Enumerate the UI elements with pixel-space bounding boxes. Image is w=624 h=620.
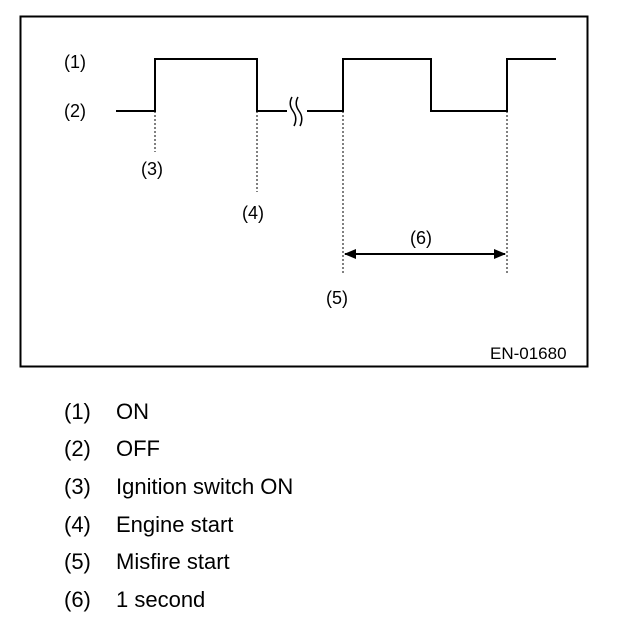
legend-text: Ignition switch ON	[116, 473, 294, 499]
legend-number: (2)	[64, 436, 91, 462]
legend-list: (1) ON (2) OFF (3) Ignition switch ON (4) En…	[64, 393, 293, 619]
legend-text: Engine start	[116, 511, 234, 537]
legend-item: (3) Ignition switch ON	[64, 468, 293, 506]
legend-number: (5)	[64, 549, 91, 575]
legend-number: (6)	[64, 586, 91, 612]
legend-item: (2) OFF	[64, 431, 293, 469]
legend-text: OFF	[116, 436, 160, 462]
legend-number: (4)	[64, 511, 91, 537]
signal-waveform-part1	[116, 58, 287, 112]
level-on-label: (1)	[64, 52, 86, 72]
legend-number: (1)	[64, 398, 91, 424]
engine-start-label: (4)	[242, 203, 264, 223]
legend-item: (6) 1 second	[64, 581, 293, 619]
legend-number: (3)	[64, 473, 91, 499]
level-off-label: (2)	[64, 101, 86, 121]
legend-text: 1 second	[116, 586, 206, 612]
legend-item: (4) Engine start	[64, 506, 293, 544]
timing-diagram: (1) (2) (3) (4) (5) (6) EN-01680	[19, 15, 589, 368]
diagram-frame	[19, 15, 589, 368]
event-markers	[154, 111, 508, 275]
one-second-label: (6)	[410, 228, 432, 248]
time-break-symbol	[289, 96, 303, 127]
legend-text: ON	[116, 398, 149, 424]
legend-item: (5) Misfire start	[64, 543, 293, 581]
signal-waveform-part2	[307, 58, 556, 112]
figure-code: EN-01680	[490, 344, 567, 363]
ignition-switch-label: (3)	[141, 159, 163, 179]
legend-text: Misfire start	[116, 549, 230, 575]
misfire-start-label: (5)	[326, 288, 348, 308]
legend-item: (1) ON	[64, 393, 293, 431]
